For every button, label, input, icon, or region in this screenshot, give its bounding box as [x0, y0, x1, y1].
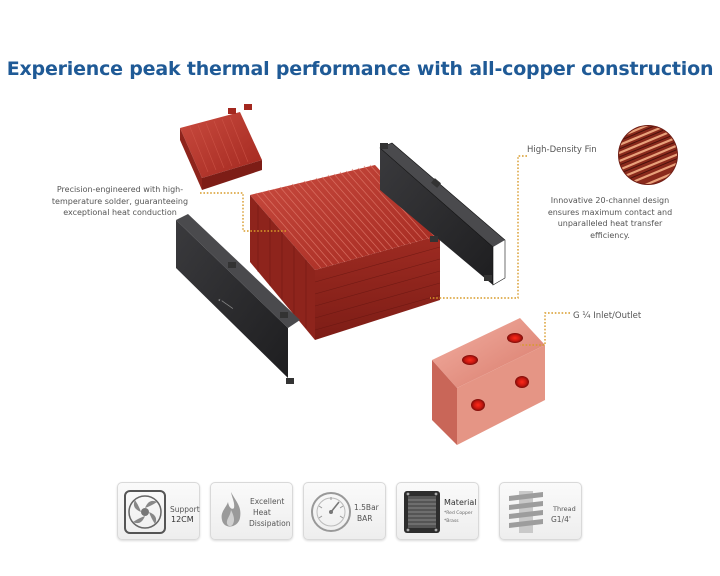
copper-fin-core [250, 164, 441, 340]
fin-callout-line: ensures maximum contact and [547, 207, 673, 217]
inlet-callout-title: G ¼ Inlet/Outlet [573, 311, 642, 321]
flame-icon [221, 492, 241, 527]
feature-label: BAR [357, 514, 373, 523]
fin-detail-magnifier [618, 125, 678, 185]
solder-leader-line [200, 192, 286, 232]
inlet-port [462, 355, 478, 365]
radiator-fin-icon [404, 491, 440, 533]
side-port [515, 376, 529, 388]
leader-lines [200, 155, 570, 346]
feature-value: G1/4' [551, 515, 571, 524]
feature-detail: *Red Copper [444, 511, 473, 516]
pressure-gauge-icon [311, 492, 351, 532]
inlet-leader-line [520, 312, 570, 346]
solder-callout-line: temperature solder, guaranteeing [51, 196, 189, 206]
fin-callout-line: efficiency. [590, 230, 630, 240]
feature-label: Dissipation [249, 519, 291, 528]
fin-callout-line: unparalleled heat transfer [557, 219, 663, 228]
exploded-radiator-illustration: ▴ ━━━━━ [176, 104, 678, 445]
solder-callout-line: exceptional heat conduction [63, 208, 177, 217]
feature-thread: Thread G1/4' [499, 482, 582, 540]
fin-leader-line [430, 155, 527, 299]
side-port [471, 399, 485, 411]
fin-callout-line: Innovative 20-channel design [550, 196, 670, 205]
fan-icon [124, 490, 166, 534]
feature-label: Heat [253, 508, 271, 517]
end-cap-plate [180, 104, 262, 190]
feature-heat-dissipation: Excellent Heat Dissipation [210, 482, 293, 540]
fin-callout-description: Innovative 20-channel design ensures max… [540, 195, 680, 241]
feature-label: Thread [553, 505, 576, 513]
solder-callout-line: Precision-engineered with high- [56, 185, 184, 194]
feature-label: Excellent [250, 497, 285, 506]
feature-label: Material [444, 498, 477, 507]
fin-callout-title: High-Density Fin [527, 145, 597, 155]
left-side-plate: ▴ ━━━━━ [176, 214, 300, 384]
outlet-port [507, 333, 523, 343]
thread-icon [509, 491, 543, 533]
feature-icon-strip: Support 12CM Excellent Heat Dissipation … [117, 482, 587, 542]
solder-callout: Precision-engineered with high- temperat… [40, 184, 200, 219]
feature-label: Support [170, 505, 200, 514]
feature-detail: *Brass [444, 519, 459, 524]
page-headline: Experience peak thermal performance with… [6, 58, 714, 80]
feature-label: 1.5Bar [354, 503, 379, 512]
feature-fan-support: Support 12CM [117, 482, 200, 540]
feature-material: Material *Red Copper *Brass [396, 482, 479, 540]
inlet-outlet-tank [432, 318, 545, 445]
feature-pressure-rating: 1.5Bar BAR [303, 482, 386, 540]
feature-value: 12CM [171, 515, 194, 524]
right-side-plate [379, 142, 506, 286]
